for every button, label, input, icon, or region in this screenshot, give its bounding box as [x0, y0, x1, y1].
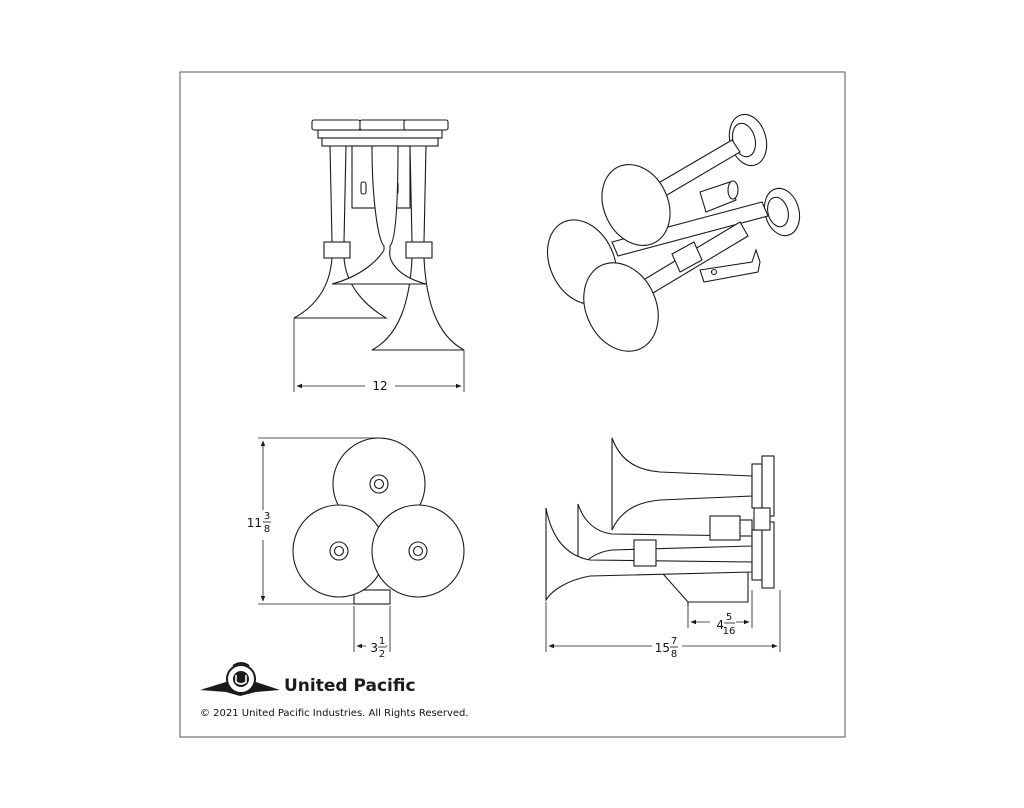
- top-height-label: 11 3 8: [247, 510, 276, 540]
- top-view: [292, 437, 465, 605]
- side-view: [545, 437, 775, 606]
- svg-text:4: 4: [716, 618, 724, 632]
- copyright-notice: © 2021 United Pacific Industries. All Ri…: [200, 708, 469, 719]
- svg-text:7: 7: [671, 636, 677, 647]
- side-length-label: 15 7 8: [652, 634, 682, 662]
- svg-text:3: 3: [264, 511, 270, 522]
- svg-text:16: 16: [723, 626, 736, 637]
- svg-text:3: 3: [370, 641, 378, 655]
- svg-text:1: 1: [379, 636, 385, 647]
- drawing-frame: [179, 71, 846, 738]
- winged-up-logo-icon: [200, 662, 280, 696]
- isometric-view: [546, 113, 801, 352]
- svg-text:2: 2: [379, 649, 385, 660]
- brand-name: United Pacific: [284, 676, 416, 696]
- svg-text:11: 11: [247, 516, 262, 530]
- side-bracket-label: 4 5 16: [710, 610, 736, 638]
- svg-text:8: 8: [264, 524, 270, 535]
- top-bracket-label: 3 1 2: [366, 634, 386, 660]
- front-width-label: 12: [372, 379, 387, 393]
- svg-text:15: 15: [655, 641, 670, 655]
- svg-text:8: 8: [671, 649, 677, 660]
- svg-text:5: 5: [726, 612, 732, 623]
- front-view: [293, 119, 465, 351]
